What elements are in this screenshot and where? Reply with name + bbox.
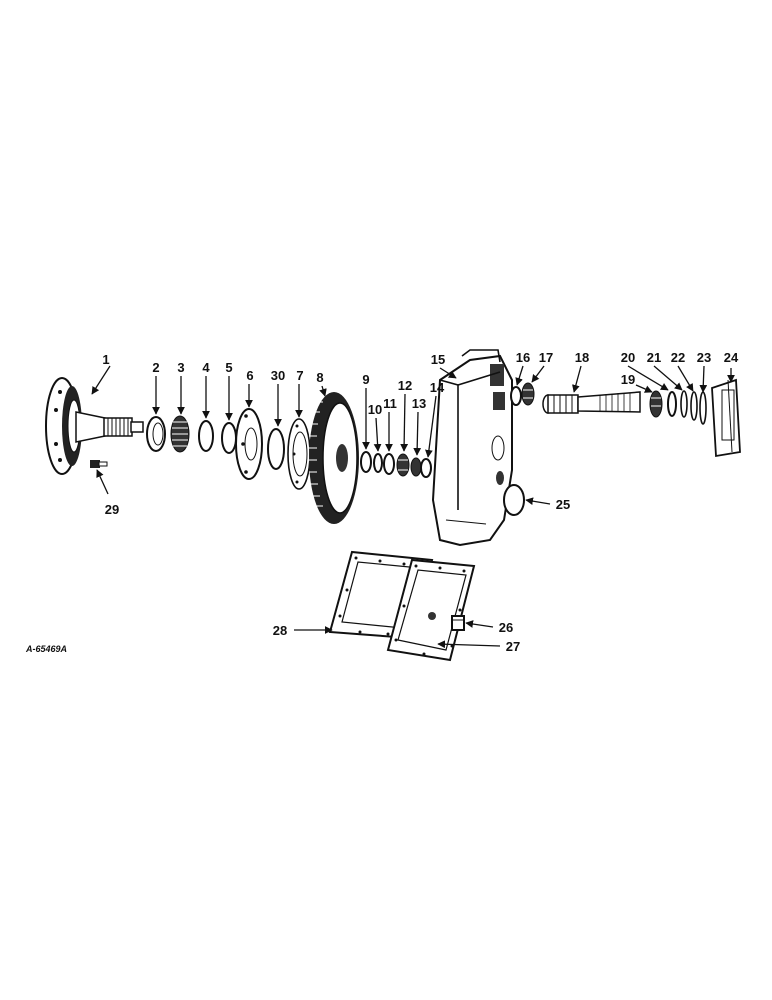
part-bull-gear [309, 392, 359, 524]
part-shim [680, 390, 688, 418]
callout-29: 29 [105, 502, 119, 517]
callout-21: 21 [647, 350, 661, 365]
part-spacer [221, 422, 237, 454]
callout-14: 14 [430, 380, 445, 395]
part-seal-2 [510, 386, 522, 406]
callout-15: 15 [431, 352, 445, 367]
part-o-ring [267, 428, 285, 470]
part-gasket-2 [699, 391, 707, 425]
leader-lines [91, 365, 735, 649]
callout-9: 9 [362, 372, 369, 387]
callout-6: 6 [246, 368, 253, 383]
part-bottom-cover [386, 558, 476, 662]
part-seal [146, 416, 166, 452]
callout-3: 3 [177, 360, 184, 375]
callout-2: 2 [152, 360, 159, 375]
part-locknut [420, 458, 432, 478]
callout-8: 8 [316, 370, 323, 385]
callout-16: 16 [516, 350, 530, 365]
part-bearing-cap [711, 378, 741, 458]
callout-28: 28 [273, 623, 287, 638]
callout-26: 26 [499, 620, 513, 635]
callout-23: 23 [697, 350, 711, 365]
part-washer [360, 451, 372, 473]
part-pinion-shaft [542, 391, 641, 414]
callout-4: 4 [202, 360, 210, 375]
drawing-id: A-65469A [25, 644, 67, 654]
callout-30: 30 [271, 368, 285, 383]
part-bearing-4 [649, 390, 663, 418]
part-bearing-cup-3 [667, 391, 677, 417]
part-plug [503, 484, 525, 516]
part-shim-2 [690, 391, 698, 421]
callout-labels: 1 2 3 4 5 30 6 7 8 9 10 11 12 13 14 15 1… [102, 350, 739, 654]
part-bearing-cone-2 [396, 453, 410, 477]
part-bearing-3 [521, 382, 535, 406]
part-bearing-cup [198, 420, 214, 452]
part-housing [431, 349, 513, 547]
callout-27: 27 [506, 639, 520, 654]
callout-11: 11 [383, 396, 397, 411]
callout-25: 25 [556, 497, 570, 512]
part-bearing-cup-2 [383, 453, 395, 475]
callout-12: 12 [398, 378, 412, 393]
callout-19: 19 [621, 372, 635, 387]
callout-18: 18 [575, 350, 589, 365]
callout-22: 22 [671, 350, 685, 365]
callout-13: 13 [412, 396, 426, 411]
callout-7: 7 [296, 368, 303, 383]
part-axle-flange [45, 377, 144, 475]
part-snap-ring [373, 453, 383, 473]
callout-1: 1 [102, 352, 109, 367]
callout-10: 10 [368, 402, 382, 417]
callout-5: 5 [225, 360, 232, 375]
part-nut [410, 457, 422, 477]
part-gasket [287, 418, 311, 490]
part-bearing-cone [170, 415, 190, 453]
callout-17: 17 [539, 350, 553, 365]
callout-20: 20 [621, 350, 635, 365]
part-retainer [235, 408, 263, 480]
part-bolt [90, 460, 108, 468]
callout-24: 24 [724, 350, 739, 365]
part-drain-plug [451, 615, 465, 631]
